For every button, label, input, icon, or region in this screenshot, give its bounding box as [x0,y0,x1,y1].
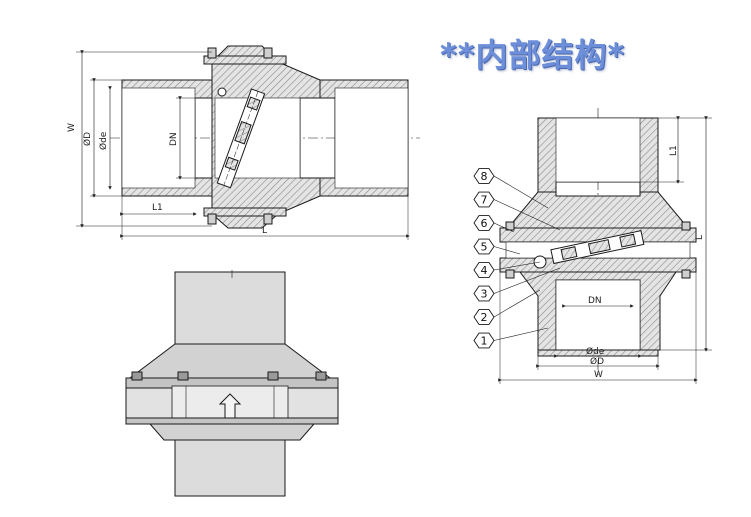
upper-pipe [174,271,286,345]
part-callout-3: 3 [473,267,561,302]
part-callouts: 8 7 6 5 4 3 2 1 [473,168,561,349]
lower-pipe [174,439,286,497]
callout-leader [493,261,541,271]
bolt-top-right [263,47,273,59]
lower-flange-ring [125,417,339,425]
callout-leader [493,199,561,231]
callout-number: 4 [481,264,488,277]
bolt-ext-2 [177,371,189,381]
callout-hexagon [473,285,495,302]
flow-arrow-icon [218,393,242,419]
bolt-r-4 [681,269,691,279]
bolt-r-3 [505,269,515,279]
right-dimension-labels: L1 L DN Øde ØD W [586,145,705,380]
callout-hexagon [473,262,495,278]
bolt-bottom-right [263,213,273,225]
bolt-bottom-left [207,213,217,225]
callout-leader [493,327,549,341]
callout-leader [493,289,541,318]
right-swing-disc [550,230,645,265]
swing-disc [216,88,266,189]
callout-hexagon [473,215,495,231]
right-section-view [498,108,712,384]
callout-number: 5 [481,241,488,254]
callout-number: 2 [481,311,488,324]
hinge-pin [217,87,227,97]
part-callout-4: 4 [473,261,541,278]
dim-r-w: W [594,370,603,380]
part-callout-7: 7 [473,191,561,231]
left-dimension-labels: W ØD Øde DN L1 L [67,123,267,236]
callout-number: 3 [481,288,488,301]
dim-r-l: L [695,235,705,240]
dim-r-d: ØD [590,356,604,367]
part-callout-2: 2 [473,289,541,325]
dim-r-de: Øde [586,346,605,357]
callout-leader [493,246,521,255]
dim-w: W [67,123,77,132]
callout-hexagon [473,309,495,325]
callout-hexagon [473,238,495,255]
dim-l: L [262,226,267,236]
bolt-ext-4 [315,371,327,381]
part-callout-1: 1 [473,327,549,349]
exterior-view [125,270,339,497]
body-upper [506,191,690,229]
dim-l1: L1 [152,203,163,213]
callout-number: 6 [481,217,488,230]
callout-number: 8 [481,170,488,183]
callout-leader [493,267,561,294]
callout-leader [493,175,549,209]
part-callout-6: 6 [473,215,515,233]
upper-cone [128,343,332,379]
bottom-flange [203,207,287,217]
callout-hexagon [473,168,495,184]
callout-leader [493,222,515,233]
bolt-r-2 [681,221,691,231]
dim-dn: DN [169,132,179,146]
bolt-top-left [207,47,217,59]
callout-hexagon [473,191,495,208]
part-callout-8: 8 [473,168,549,209]
dim-r-dn: DN [588,296,602,306]
dim-de: Øde [98,131,109,150]
bolt-ext-1 [131,371,143,381]
callout-number: 7 [481,194,488,207]
page-title: **内部结构* [440,36,626,74]
left-section-view [76,45,420,240]
bolt-ext-3 [267,371,279,381]
top-flange [203,55,287,65]
part-callout-5: 5 [473,238,521,255]
body-flange-lower [499,257,697,273]
callout-hexagon [473,332,495,349]
dim-r-l1: L1 [669,145,679,156]
lower-cone [148,423,316,441]
dim-d: ØD [82,132,93,146]
callout-number: 1 [481,335,488,348]
